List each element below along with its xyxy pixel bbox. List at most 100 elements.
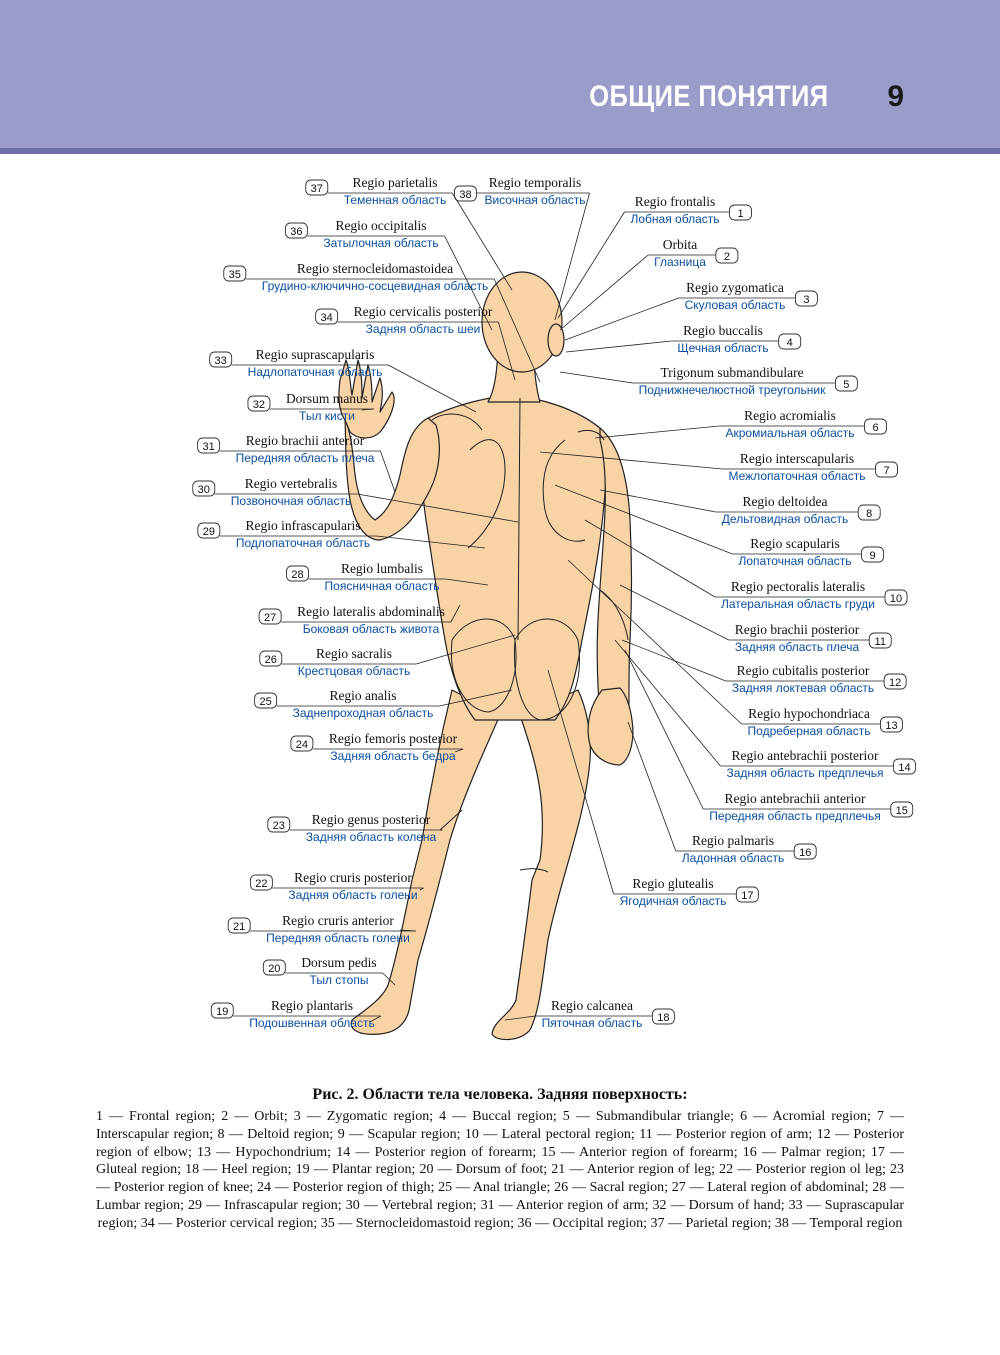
latin-term: Regio scapularis [750,536,840,551]
russian-term: Тыл кисти [299,409,355,423]
russian-term: Задняя область голени [288,888,417,902]
region-number: 30 [198,484,210,496]
russian-term: Задняя область шеи [366,322,481,336]
russian-term: Боковая область живота [303,622,440,636]
russian-term: Надлопаточная область [248,365,383,379]
header-title: ОБЩИЕ ПОНЯТИЯ [588,80,828,113]
region-number: 28 [291,569,303,581]
russian-term: Задняя область колена [306,830,437,844]
number-badge [861,546,884,563]
russian-term: Передняя область плеча [236,451,375,465]
region-number: 12 [889,677,901,689]
region-number: 22 [255,878,267,890]
region-number: 18 [657,1012,669,1024]
number-badge [793,843,817,860]
russian-term: Щечная область [677,341,768,355]
page-number: 9 [887,80,904,113]
number-badge [834,375,858,392]
russian-term: Крестцовая область [298,664,410,678]
number-badge [259,650,283,667]
number-badge [884,589,908,606]
region-number: 2 [724,251,730,263]
body-figure [338,271,634,1041]
caption-text: 1 — Frontal region; 2 — Orbit; 3 — Zygom… [96,1109,904,1231]
region-number: 11 [875,636,886,648]
latin-term: Regio acromialis [744,408,836,423]
number-badge [778,333,802,350]
russian-term: Лобная область [631,212,720,226]
number-badge [454,185,477,202]
number-badge [315,308,339,325]
region-number: 15 [896,805,908,817]
number-badge [890,801,914,818]
number-badge [247,395,271,412]
number-badge [249,874,273,891]
region-number: 16 [799,847,811,859]
number-badge [284,222,308,239]
number-badge [223,265,247,282]
latin-term: Regio frontalis [635,194,716,209]
latin-term: Regio buccalis [683,323,763,338]
russian-term: Акромиальная область [725,426,854,440]
torso [421,394,607,721]
latin-term: Regio occipitalis [335,218,426,233]
page-header: ОБЩИЕ ПОНЯТИЯ 9 [0,0,1000,148]
latin-term: Regio brachii anterior [246,433,365,448]
latin-term: Regio zygomatica [686,280,784,295]
region-number: 27 [264,612,276,624]
figure-caption: Рис. 2. Области тела человека. Задняя по… [96,1086,904,1233]
latin-term: Regio lateralis abdominalis [297,604,445,619]
latin-term: Regio deltoidea [742,494,827,509]
latin-term: Regio genus posterior [312,812,431,827]
region-number: 20 [268,963,280,975]
number-badge [875,461,898,478]
russian-term: Заднепроходная область [293,706,434,720]
region-number: 36 [290,226,302,238]
number-badge [286,565,309,582]
russian-term: Височная область [484,193,585,207]
latin-term: Regio temporalis [489,175,582,190]
russian-term: Задняя область бедра [330,749,455,763]
russian-term: Ягодичная область [620,894,727,908]
region-number: 3 [803,294,809,306]
latin-term: Regio vertebralis [245,476,338,491]
latin-term: Regio infrascapularis [245,518,360,533]
region-number: 14 [898,762,910,774]
left-arm [344,417,440,541]
region-outlines [431,397,629,873]
russian-term: Тыл стопы [310,973,369,987]
latin-term: Regio lumbalis [341,561,423,576]
number-badge [893,758,916,775]
latin-term: Regio interscapularis [740,451,854,466]
russian-term: Латеральная область груди [721,597,875,611]
region-label-35: Regio sternocleidomastoideaГрудино-ключи… [223,261,488,293]
region-number: 17 [741,890,753,902]
russian-term: Теменная область [344,193,446,207]
number-badge [880,716,903,733]
number-badge [735,886,759,903]
russian-term: Передняя область предплечья [709,809,880,823]
latin-term: Regio brachii posterior [735,622,860,637]
latin-term: Orbita [663,237,698,252]
region-number: 21 [233,921,245,933]
russian-term: Позвоночная область [231,494,351,508]
latin-term: Regio plantaris [271,998,353,1013]
latin-term: Regio femoris posterior [329,731,458,746]
